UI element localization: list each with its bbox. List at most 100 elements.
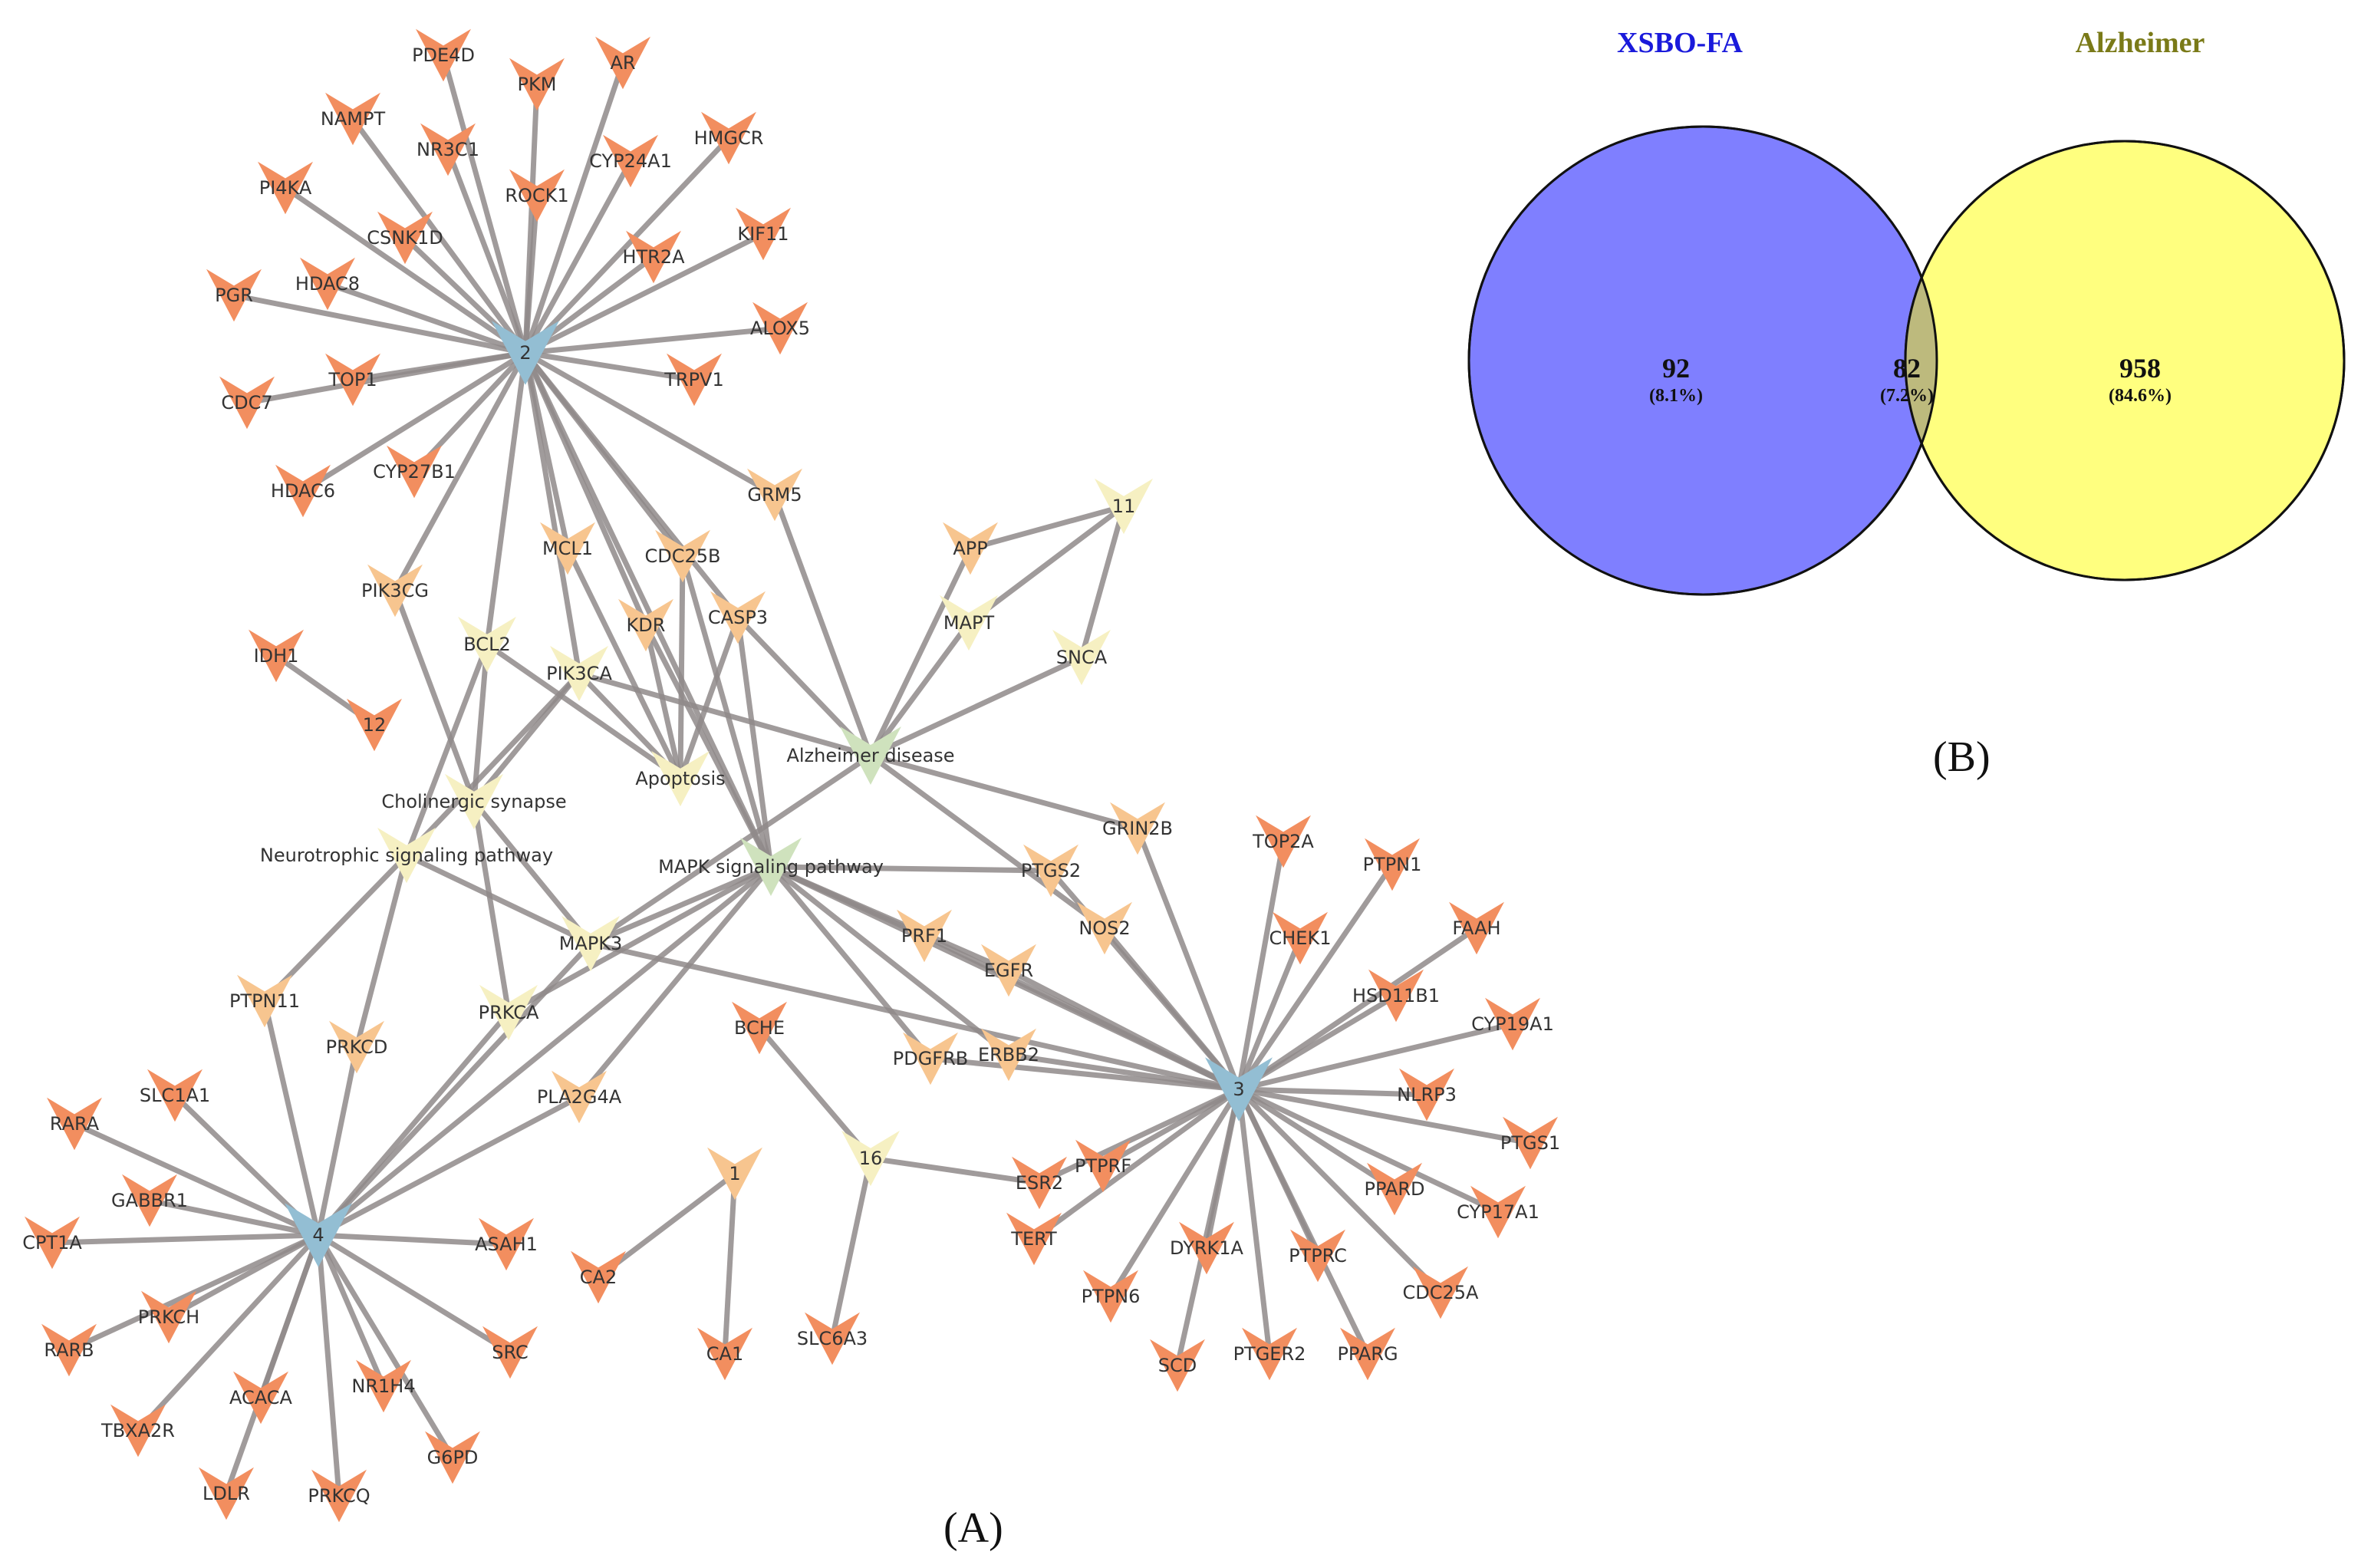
node-grin2b[interactable]: GRIN2B [1102, 802, 1173, 855]
node-ldlr[interactable]: LDLR [199, 1467, 254, 1520]
node-pdgfrb[interactable]: PDGFRB [893, 1032, 969, 1085]
node-16[interactable]: 16 [841, 1130, 900, 1187]
node-cyp17a1[interactable]: CYP17A1 [1457, 1185, 1539, 1239]
node-tert[interactable]: TERT [1006, 1212, 1062, 1266]
node-snca[interactable]: SNCA [1052, 629, 1111, 686]
node-ptpn6[interactable]: PTPN6 [1082, 1270, 1141, 1323]
node-label: PGR [215, 285, 253, 306]
node-g6pd[interactable]: G6PD [425, 1431, 480, 1484]
node-hmgcr[interactable]: HMGCR [694, 111, 764, 165]
node-ptpn11[interactable]: PTPN11 [229, 974, 300, 1028]
node-cpt1a[interactable]: CPT1A [22, 1216, 82, 1270]
node-idh1[interactable]: IDH1 [249, 629, 304, 683]
node-pde4d[interactable]: PDE4D [412, 28, 475, 82]
node-kif11[interactable]: KIF11 [736, 207, 791, 261]
node-cdc25a[interactable]: CDC25A [1403, 1266, 1480, 1319]
node-pik3cg[interactable]: PIK3CG [361, 564, 429, 618]
node-shape [479, 984, 538, 1041]
node-4[interactable]: 4 [285, 1203, 352, 1267]
node-mapt[interactable]: MAPT [940, 595, 998, 651]
node-rarb[interactable]: RARB [41, 1323, 97, 1377]
node-bcl2[interactable]: BCL2 [458, 616, 516, 673]
node-scd[interactable]: SCD [1150, 1339, 1205, 1392]
node-ca1[interactable]: CA1 [697, 1327, 752, 1381]
node-src[interactable]: SRC [482, 1326, 538, 1379]
edge-16-esr2 [870, 1155, 1040, 1186]
node-prkcd[interactable]: PRKCD [326, 1020, 388, 1074]
node-slc1a1[interactable]: SLC1A1 [140, 1069, 210, 1122]
node-ptpn1[interactable]: PTPN1 [1363, 838, 1422, 891]
node-kdr[interactable]: KDR [618, 598, 673, 652]
node-hdac8[interactable]: HDAC8 [295, 257, 360, 311]
node-top2a[interactable]: TOP2A [1252, 815, 1314, 868]
node-11[interactable]: 11 [1095, 478, 1153, 535]
node-ppard[interactable]: PPARD [1365, 1162, 1425, 1216]
node-ptgs2[interactable]: PTGS2 [1021, 844, 1081, 898]
node-esr2[interactable]: ESR2 [1012, 1156, 1067, 1210]
node-neuro[interactable]: Neurotrophic signaling pathway [260, 827, 553, 884]
node-1[interactable]: 1 [707, 1147, 762, 1201]
node-tbxa2r[interactable]: TBXA2R [100, 1404, 175, 1458]
node-prf1[interactable]: PRF1 [897, 909, 952, 963]
node-chol[interactable]: Cholinergic synapse [381, 773, 567, 830]
node-alox5[interactable]: ALOX5 [750, 301, 810, 355]
node-pik3ca[interactable]: PIK3CA [546, 645, 612, 702]
node-nr3c1[interactable]: NR3C1 [417, 123, 479, 176]
node-rock1[interactable]: ROCK1 [505, 169, 569, 222]
node-csnk1d[interactable]: CSNK1D [367, 211, 443, 265]
node-ptprc[interactable]: PTPRC [1289, 1229, 1347, 1283]
node-casp3[interactable]: CASP3 [708, 591, 768, 644]
node-htr2a[interactable]: HTR2A [622, 230, 685, 284]
node-ar[interactable]: AR [595, 36, 650, 90]
node-ptprf[interactable]: PTPRF [1075, 1139, 1131, 1193]
node-pla2g4a[interactable]: PLA2G4A [537, 1070, 622, 1124]
node-slc6a3[interactable]: SLC6A3 [797, 1312, 868, 1365]
node-apop[interactable]: Apoptosis [635, 750, 726, 807]
node-top1[interactable]: TOP1 [325, 353, 380, 407]
node-cdc7[interactable]: CDC7 [219, 376, 275, 430]
node-pgr[interactable]: PGR [206, 268, 262, 322]
node-shape [249, 629, 304, 683]
node-mapksp[interactable]: MAPK signaling pathway [658, 838, 884, 896]
node-3[interactable]: 3 [1205, 1057, 1273, 1122]
node-ptgs1[interactable]: PTGS1 [1500, 1116, 1560, 1170]
node-cyp24a1[interactable]: CYP24A1 [589, 134, 672, 188]
node-hsd11b1[interactable]: HSD11B1 [1352, 969, 1440, 1023]
node-12[interactable]: 12 [347, 698, 402, 752]
node-trpv1[interactable]: TRPV1 [664, 353, 724, 407]
node-gabbr1[interactable]: GABBR1 [111, 1174, 188, 1227]
node-pkm[interactable]: PKM [509, 58, 565, 111]
node-erbb2[interactable]: ERBB2 [978, 1028, 1039, 1082]
node-nlrp3[interactable]: NLRP3 [1397, 1068, 1457, 1122]
node-ad[interactable]: Alzheimer disease [786, 726, 955, 785]
node-prkcq[interactable]: PRKCQ [308, 1469, 370, 1523]
node-ptger2[interactable]: PTGER2 [1233, 1327, 1306, 1381]
node-shape [300, 257, 355, 311]
node-rara[interactable]: RARA [47, 1097, 102, 1151]
node-label: PDE4D [412, 44, 475, 66]
node-pparg[interactable]: PPARG [1337, 1327, 1398, 1381]
node-cyp27b1[interactable]: CYP27B1 [373, 445, 456, 499]
node-mcl1[interactable]: MCL1 [540, 522, 595, 575]
node-pi4ka[interactable]: PI4KA [258, 161, 313, 215]
node-prkch[interactable]: PRKCH [138, 1290, 199, 1344]
node-2[interactable]: 2 [492, 321, 559, 385]
node-egfr[interactable]: EGFR [981, 944, 1036, 997]
node-hdac6[interactable]: HDAC6 [271, 464, 335, 518]
node-grm5[interactable]: GRM5 [747, 468, 802, 522]
node-mapk3[interactable]: MAPK3 [559, 915, 623, 972]
node-prkca[interactable]: PRKCA [479, 984, 539, 1041]
node-faah[interactable]: FAAH [1449, 901, 1504, 955]
node-nampt[interactable]: NAMPT [321, 92, 386, 146]
node-nos2[interactable]: NOS2 [1077, 901, 1132, 955]
node-bche[interactable]: BCHE [732, 1001, 787, 1055]
node-nr1h4[interactable]: NR1H4 [351, 1359, 416, 1413]
node-acaca[interactable]: ACACA [229, 1371, 293, 1425]
node-chek1[interactable]: CHEK1 [1269, 911, 1332, 965]
node-ca2[interactable]: CA2 [571, 1250, 626, 1304]
node-cdc25b[interactable]: CDC25B [645, 529, 721, 583]
node-app[interactable]: APP [943, 522, 998, 575]
node-asah1[interactable]: ASAH1 [475, 1217, 538, 1271]
node-dyrk1a[interactable]: DYRK1A [1170, 1221, 1244, 1275]
node-cyp19a1[interactable]: CYP19A1 [1471, 997, 1554, 1051]
